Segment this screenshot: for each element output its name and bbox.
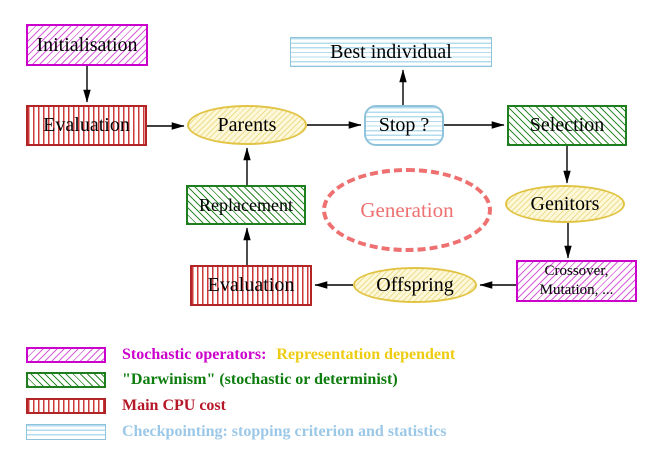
node-genitors: Genitors: [505, 185, 625, 223]
node-parents: Parents: [187, 105, 307, 145]
node-genitors-label: Genitors: [530, 192, 600, 215]
legend-row-darwinism: "Darwinism" (stochastic or determinist): [122, 371, 398, 389]
node-crossover-line2: Mutation, ...: [539, 282, 614, 298]
legend-stochastic-label: Stochastic operators:: [122, 346, 267, 363]
legend-checkpointing-label: Checkpointing: stopping criterion and st…: [122, 423, 447, 440]
legend-row-cpu-cost: Main CPU cost: [122, 397, 226, 415]
node-offspring: Offspring: [353, 267, 477, 303]
node-evaluation-top: Evaluation: [26, 105, 147, 146]
node-evaluation-bottom: Evaluation: [190, 265, 312, 306]
node-evaluation-bottom-label: Evaluation: [207, 274, 295, 296]
node-selection-label: Selection: [529, 114, 605, 136]
generation-label: Generation: [360, 197, 454, 222]
node-initialisation: Initialisation: [26, 24, 148, 66]
node-best-individual: Best individual: [290, 37, 492, 67]
legend-row-checkpointing: Checkpointing: stopping criterion and st…: [122, 423, 446, 441]
node-replacement-label: Replacement: [199, 194, 293, 215]
legend-row-stochastic-operators: Stochastic operators: Representation dep…: [122, 346, 455, 364]
legend-representation-label: Representation dependent: [276, 346, 456, 363]
legend-swatch-cpu-cost: [26, 398, 106, 414]
node-selection: Selection: [507, 105, 627, 146]
node-evaluation-top-label: Evaluation: [43, 114, 130, 136]
legend-swatch-stochastic-operators: [26, 347, 106, 363]
node-stop-label: Stop ?: [378, 114, 430, 136]
legend-swatch-checkpointing: [26, 424, 106, 440]
node-offspring-label: Offspring: [376, 273, 454, 296]
legend-swatch-darwinism: [26, 372, 106, 388]
node-crossover-line1: Crossover,: [544, 262, 609, 279]
legend-darwinism-label: "Darwinism" (stochastic or determinist): [122, 371, 398, 388]
node-stop: Stop ?: [364, 105, 444, 146]
node-best-individual-label: Best individual: [330, 40, 452, 63]
node-parents-label: Parents: [217, 113, 277, 136]
legend-cpu-label: Main CPU cost: [122, 397, 226, 414]
node-crossover-mutation: Crossover, Mutation, ...: [516, 260, 637, 302]
node-replacement: Replacement: [186, 185, 306, 225]
generation-loop-ellipse: Generation: [322, 168, 492, 252]
node-initialisation-label: Initialisation: [36, 33, 138, 56]
